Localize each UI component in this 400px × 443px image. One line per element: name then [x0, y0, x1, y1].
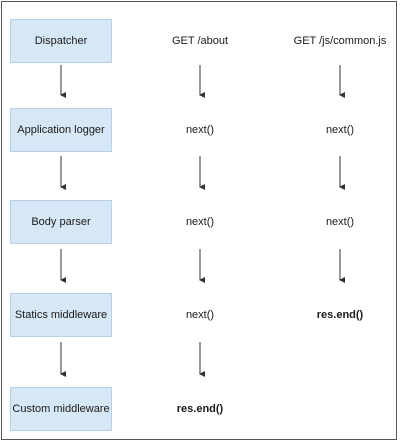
stage-dispatcher: Dispatcher	[10, 19, 112, 63]
commonjs-logger-step: next()	[325, 124, 355, 136]
commonjs-request-label: GET /js/common.js	[293, 35, 387, 47]
about-logger-step: next()	[185, 124, 215, 136]
about-bodyparser-step: next()	[185, 216, 215, 228]
stage-body-parser: Body parser	[10, 200, 112, 244]
about-request-label: GET /about	[171, 35, 229, 47]
stage-custom-middleware: Custom middleware	[10, 387, 112, 431]
about-statics-step: next()	[185, 309, 215, 321]
commonjs-bodyparser-step: next()	[325, 216, 355, 228]
stage-application-logger: Application logger	[10, 108, 112, 152]
stage-statics-middleware: Statics middleware	[10, 293, 112, 337]
commonjs-statics-step: res.end()	[316, 309, 364, 321]
about-custom-step: res.end()	[176, 403, 224, 415]
